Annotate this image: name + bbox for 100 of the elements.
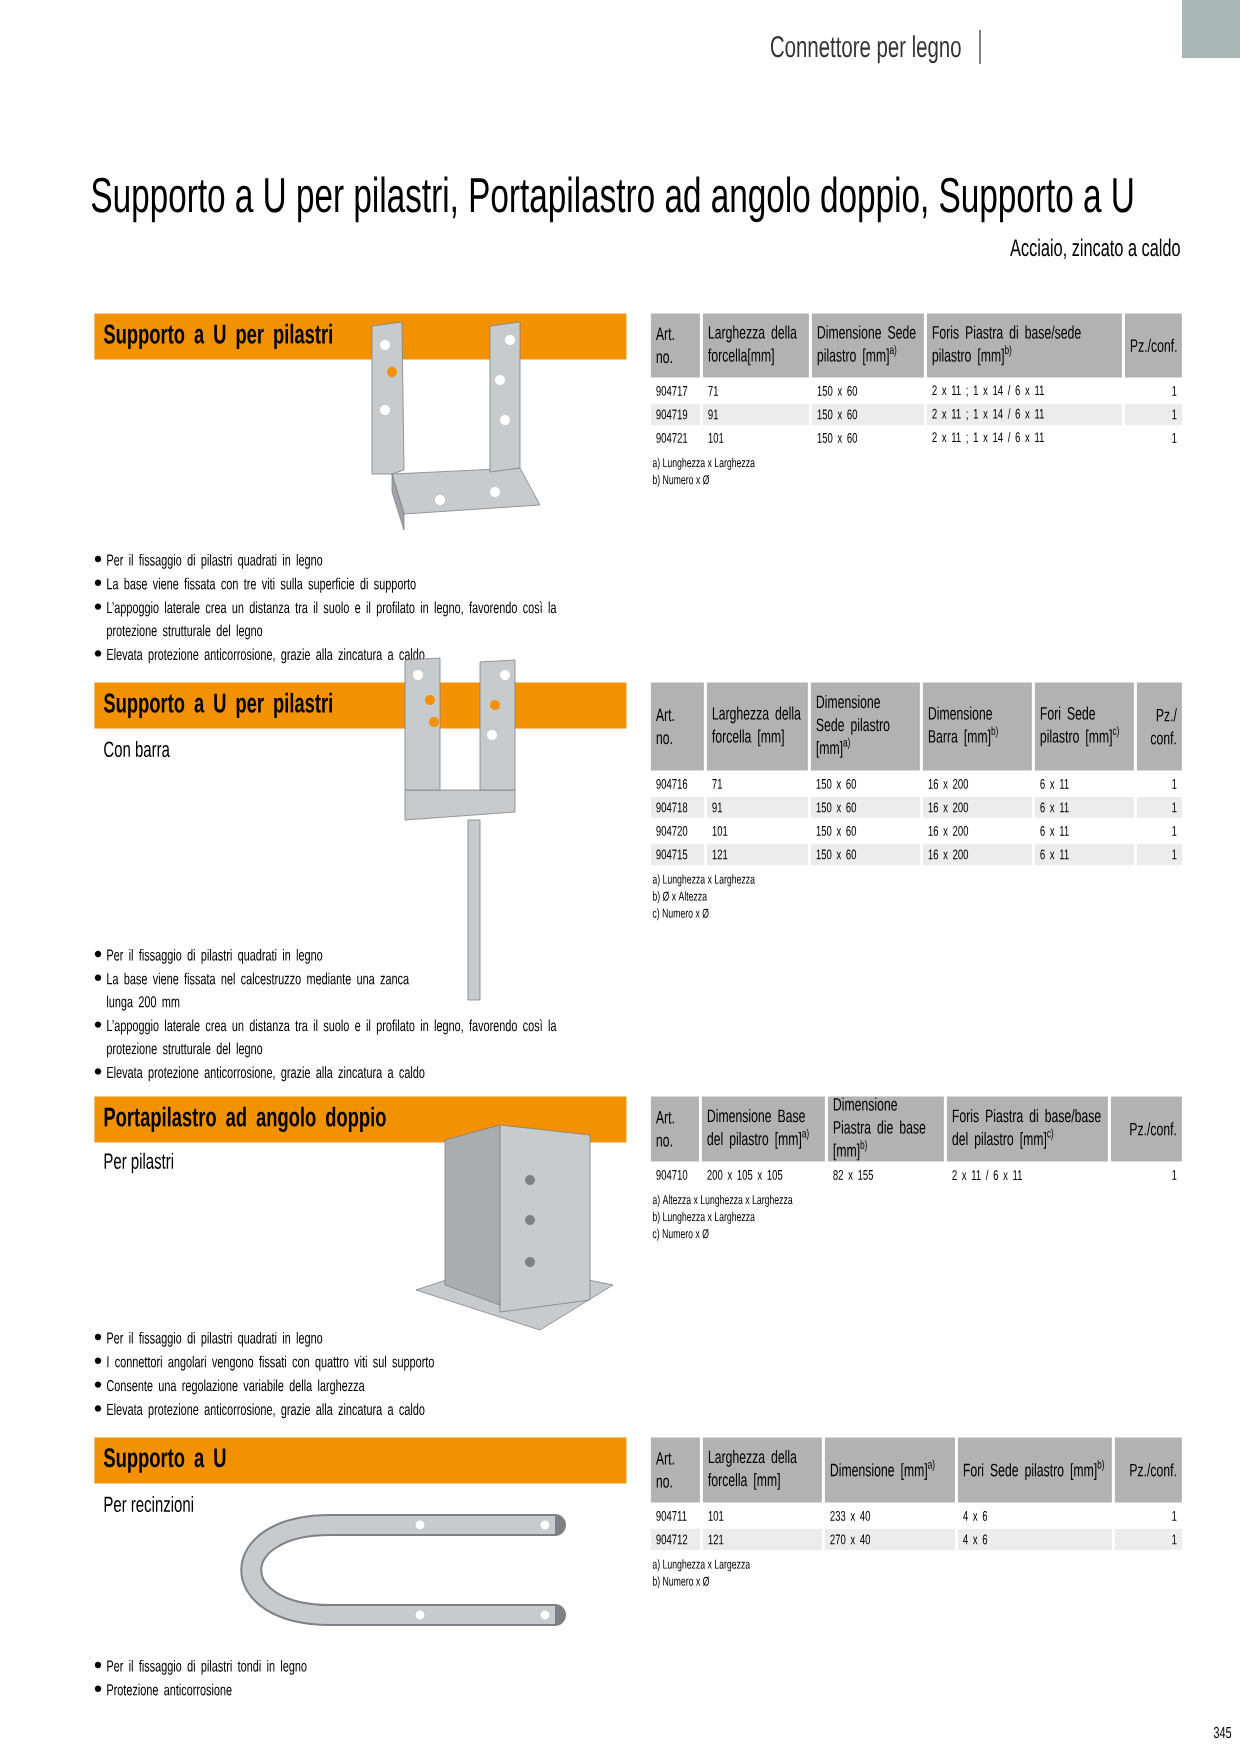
table-cell: 101 (712, 825, 728, 836)
table-cell: 6 x 11 (1034, 843, 1134, 865)
table-cell: 6 x 11 (1034, 796, 1134, 818)
table-cell: 150 x 60 (817, 385, 858, 396)
table-footnote: a) Lunghezza x Larghezza (652, 457, 755, 470)
table-cell: 91 (702, 403, 809, 425)
table-header-cell: Pz./ conf. (1136, 682, 1182, 771)
bullet-item: La base viene fissata nel calcestruzzo mediante una zanca lunga 200 mm (94, 972, 410, 1011)
table-cell: 904719 (650, 403, 700, 425)
table-header-cell: Art. no. (650, 313, 700, 378)
bullet-item: Consente una regolazione variabile della larghezza (94, 1379, 365, 1395)
table-cell: 1 (1136, 796, 1182, 818)
table-cell: 150 x 60 (811, 403, 924, 425)
table-footnote: b) Numero x Ø (652, 1576, 710, 1589)
table-cell: 150 x 60 (816, 778, 857, 789)
bullet-item: Per il fissaggio di pilastri tondi in legno (94, 1659, 307, 1675)
running-header: Connettore per legno (770, 35, 961, 64)
table-cell: 2 x 11 ; 1 x 14 / 6 x 11 (932, 431, 1044, 444)
table-cell: 904715 (650, 843, 704, 865)
table-cell: 904711 (656, 1511, 687, 1521)
table-footnote: a) Lunghezza x Largezza (652, 1559, 751, 1572)
section-heading-bar: Supporto a U per pilastri (94, 313, 627, 360)
table-cell: 6 x 11 (1040, 778, 1069, 789)
bullet-item: La base viene fissata con tre viti sulla superficie di supporto (94, 577, 416, 593)
page-number: 345 (1213, 1726, 1232, 1739)
table-cell: 6 x 11 (1040, 825, 1069, 836)
table-header-cell: Pz./conf. (1114, 1437, 1182, 1503)
table-header-cell: Dimensione Sede pilastro [mm]$^{a)}$ (810, 682, 920, 771)
table-header-cell: Dimensione [mm]$^{a)}$ (824, 1437, 955, 1503)
table-cell: 1 (1172, 779, 1177, 789)
table-header-cell: Dimensione Piastra die base [mm]$^{b)}$ (827, 1096, 944, 1162)
bullet-item: Elevata protezione anticorrosione, grazie alla zincatura a caldo (94, 1403, 425, 1419)
table-header-cell: Larghezza della forcella[mm] (702, 313, 809, 378)
table-cell: 4 x 6 (963, 1511, 988, 1521)
table-cell: 121 (706, 843, 808, 865)
table-header-cell: Fori Sede pilastro [mm]$^{c)}$ (1034, 682, 1134, 771)
bullet-item: Protezione anticorrosione (94, 1683, 232, 1696)
bullet-item: Elevata protezione anticorrosione, grazie alla zincatura a caldo (94, 648, 425, 664)
table-cell: 1 (1114, 1528, 1182, 1550)
table-cell: 101 (708, 1511, 724, 1521)
table-footnote: b) Lunghezza x Larghezza (652, 1211, 755, 1224)
table-cell: 233 x 40 (830, 1511, 871, 1521)
bullet-item: L’appoggio laterale crea un distanza tra il suolo e il profilato in legno, favorendo così la protezione strutturale del legno (94, 601, 557, 640)
table-header-cell: Pz./conf. (1110, 1096, 1182, 1162)
table-cell: 16 x 200 (922, 843, 1032, 865)
section-subheading: Per recinzioni (104, 1495, 193, 1513)
table-header-cell: Art. no. (650, 682, 704, 771)
table-cell: 1 (1172, 826, 1177, 836)
page-title: Supporto a U per pilastri, Portapilastro ad angolo doppio, Supporto a U (91, 176, 1133, 223)
table-header-cell: Larghezza della forcella [mm] (706, 682, 808, 771)
table-cell: 16 x 200 (928, 778, 969, 789)
subtitle: Acciaio, zincato a caldo (1010, 238, 1180, 260)
table-cell: 121 (702, 1528, 822, 1550)
table-cell: 150 x 60 (810, 796, 920, 818)
table-footnote: a) Altezza x Lunghezza x Larghezza (652, 1194, 793, 1207)
table-footnote: b) Numero x Ø (652, 474, 710, 487)
table-header-cell: Art. no. (650, 1096, 699, 1162)
table-cell: 1 (1136, 843, 1182, 865)
table-cell: 200 x 105 x 105 (707, 1169, 783, 1180)
table-header-cell: Art. no. (650, 1437, 700, 1503)
bullet-item: L’appoggio laterale crea un distanza tra il suolo e il profilato in legno, favorendo così la protezione strutturale del legno (94, 1019, 557, 1058)
table-cell: 270 x 40 (824, 1528, 955, 1550)
table-footnote: b) Ø x Altezza (652, 891, 708, 904)
table-cell: 904717 (656, 385, 688, 396)
bullet-item: Elevata protezione anticorrosione, grazie alla zincatura a caldo (94, 1066, 425, 1082)
table-cell: 2 x 11 / 6 x 11 (952, 1169, 1022, 1181)
bullet-item: Per il fissaggio di pilastri quadrati in legno (94, 553, 323, 569)
section-heading-bar: Portapilastro ad angolo doppio (94, 1096, 627, 1143)
table-cell: 2 x 11 ; 1 x 14 / 6 x 11 (926, 403, 1122, 425)
table-cell: 101 (708, 432, 724, 443)
table-cell: 2 x 11 ; 1 x 14 / 6 x 11 (932, 384, 1044, 397)
section-subheading: Per pilastri (104, 1152, 174, 1174)
table-footnote: c) Numero x Ø (652, 1228, 709, 1241)
table-cell: 904721 (656, 432, 688, 443)
bullet-item: Per il fissaggio di pilastri quadrati in legno (94, 948, 323, 964)
table-header-cell: Dimensione Base del pilastro [mm]$^{a)}$ (701, 1096, 825, 1162)
table-cell: 1 (1172, 1170, 1177, 1180)
table-cell: 91 (706, 796, 808, 818)
table-cell: 71 (712, 779, 723, 789)
table-header-cell: Foris Piastra di base/sede pilastro [mm]$^{b)}$ (926, 313, 1122, 378)
table-cell: 904720 (656, 825, 688, 836)
section-subheading: Con barra (104, 740, 170, 758)
table-header-cell: Dimensione Barra [mm]$^{b)}$ (922, 682, 1032, 771)
table-header-cell: Pz./conf. (1124, 313, 1182, 378)
table-cell: 71 (708, 386, 719, 396)
bullet-item: Per il fissaggio di pilastri quadrati in legno (94, 1331, 323, 1347)
table-cell: 150 x 60 (816, 825, 857, 836)
table-cell: 1 (1172, 433, 1177, 443)
table-cell: 82 x 155 (833, 1169, 874, 1180)
table-cell: 904718 (650, 796, 704, 818)
bullet-item: I connettori angolari vengono fissati con quattro viti sul supporto (94, 1355, 434, 1371)
table-cell: 1 (1124, 403, 1182, 425)
table-footnote: c) Numero x Ø (652, 908, 709, 921)
table-cell: 904712 (650, 1528, 700, 1550)
section-heading-bar: Supporto a U (94, 1437, 627, 1484)
table-cell: 16 x 200 (928, 825, 969, 836)
table-cell: 904716 (656, 778, 688, 789)
table-cell: 16 x 200 (922, 796, 1032, 818)
table-cell: 150 x 60 (817, 432, 858, 443)
table-footnote: a) Lunghezza x Larghezza (652, 874, 755, 887)
